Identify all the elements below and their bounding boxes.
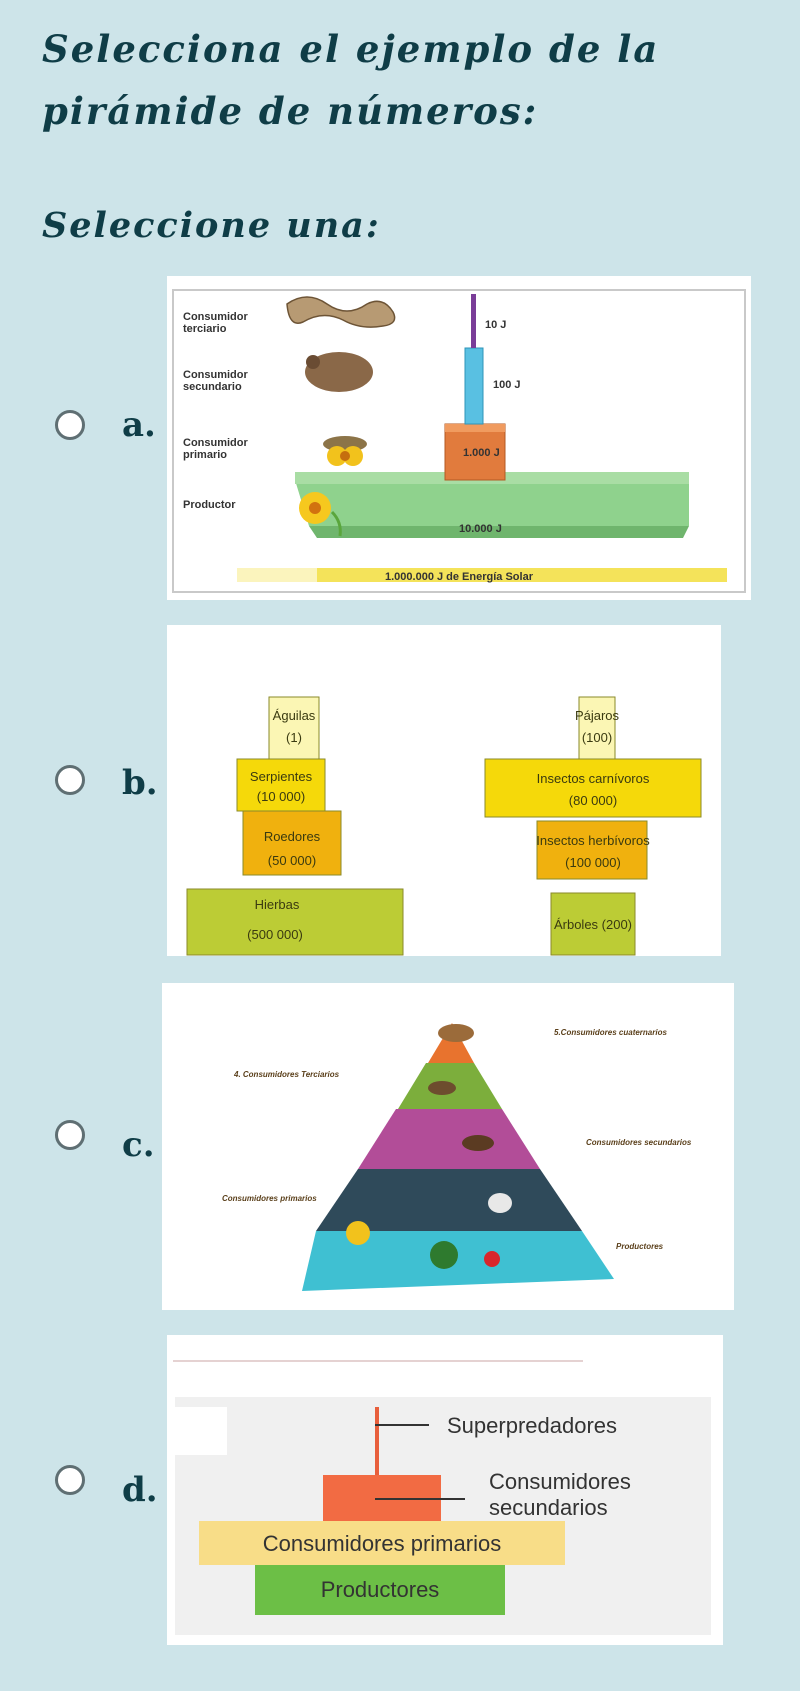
label-roedores: Roedores [264,829,321,844]
label-10j: 10 J [485,319,506,331]
cougar-icon [438,1024,474,1042]
radio-option-c[interactable] [55,1120,85,1150]
label-productor: Productor [183,499,236,511]
label-superpredadores: Superpredadores [447,1413,617,1438]
trophic-pyramid-illustration: 5.Consumidores cuaternarios 4. Consumido… [162,983,734,1310]
count-hierbas: (500 000) [247,927,303,942]
bird-icon [428,1081,456,1095]
count-roedores: (50 000) [268,853,316,868]
label-solar-energy: 1.000.000 J de Energía Solar [385,571,534,583]
label-insectos-herbivoros: Insectos herbívoros [536,833,650,848]
number-pyramids-diagram: Águilas (1) Serpientes (10 000) Roedores… [167,625,721,956]
label-consumidores-primarios: Consumidores primarios [222,1194,317,1203]
count-serpientes: (10 000) [257,789,305,804]
label-consumidores-primarios: Consumidores primarios [263,1531,501,1556]
label-productores: Productores [616,1242,664,1251]
label-hierbas: Hierbas [255,897,300,912]
option-c-image[interactable]: 5.Consumidores cuaternarios 4. Consumido… [162,983,734,1310]
count-pajaros: (100) [582,730,612,745]
label-productores: Productores [321,1577,440,1602]
option-b-letter: b. [122,763,158,803]
option-b-image[interactable]: Águilas (1) Serpientes (10 000) Roedores… [167,625,721,956]
label-aguilas: Águilas [273,708,316,723]
option-d-letter: d. [122,1470,158,1510]
option-a-letter: a. [122,405,156,445]
label-10000j: 10.000 J [459,523,502,535]
tree-icon [430,1241,458,1269]
option-c-letter: c. [122,1125,155,1165]
label-serpientes: Serpientes [250,769,313,784]
question-title: Selecciona el ejemplo de la pirámide de … [42,27,660,133]
instruction: Seleccione una: [42,205,381,246]
label-pajaros: Pájaros [575,708,620,723]
fox-icon [462,1135,494,1151]
label-1000j: 1.000 J [463,447,500,459]
snake-icon [286,296,396,328]
flower-icon [346,1221,370,1245]
mouse-icon [305,352,373,392]
label-insectos-carnivoros: Insectos carnívoros [537,771,650,786]
radio-option-b[interactable] [55,765,85,795]
label-arboles: Árboles (200) [554,917,632,932]
label-consumidores-secundarios: Consumidores secundarios [586,1138,692,1147]
count-aguilas: (1) [286,730,302,745]
label-consumidores-cuaternarios: 5.Consumidores cuaternarios [554,1028,667,1037]
count-insectos-carnivoros: (80 000) [569,793,617,808]
label-100j: 100 J [493,379,521,391]
radio-option-a[interactable] [55,410,85,440]
radio-option-d[interactable] [55,1465,85,1495]
rabbit-icon [488,1193,512,1213]
label-consumidores-terciarios: 4. Consumidores Terciarios [233,1070,340,1079]
count-insectos-herbivoros: (100 000) [565,855,621,870]
